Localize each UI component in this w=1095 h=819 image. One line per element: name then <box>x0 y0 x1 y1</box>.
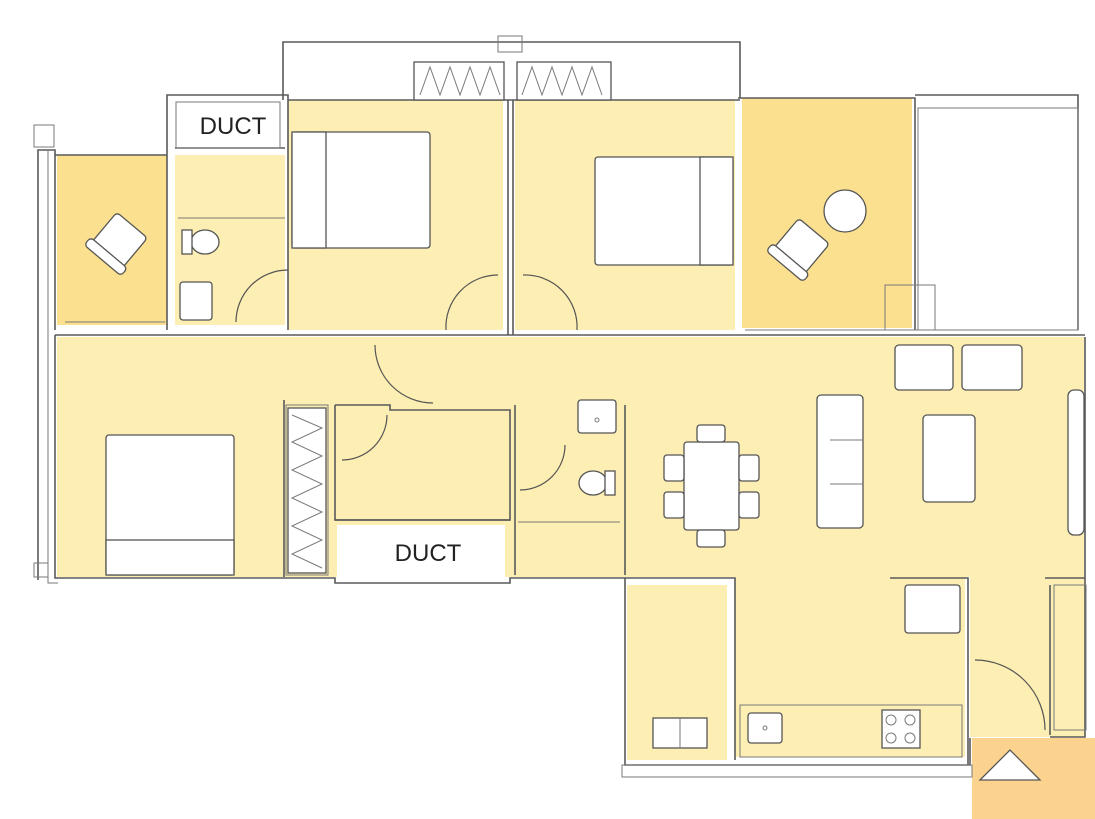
coffee-table <box>922 414 976 503</box>
tv-console <box>1067 389 1085 536</box>
kitchen-fixtures <box>652 584 961 749</box>
basin-bath1 <box>179 281 213 321</box>
entry-passage <box>970 577 1085 737</box>
dining-table <box>683 441 740 531</box>
sofa <box>816 394 864 529</box>
bed-bedroom2-headboard <box>291 131 327 249</box>
lounge-chairs <box>85 189 867 281</box>
wardrobes <box>287 61 612 574</box>
beds <box>105 131 734 576</box>
basin-bath2 <box>577 399 617 434</box>
duct-top-area <box>178 104 278 148</box>
wc-bath2 <box>578 470 608 496</box>
dining <box>663 424 760 548</box>
duct-label-top: DUCT <box>200 113 267 140</box>
side-table-round <box>823 189 867 233</box>
armchair-1 <box>894 344 954 391</box>
bed-bedroom3-headboard <box>699 156 734 266</box>
living-furniture <box>816 344 1085 536</box>
armchair-2 <box>961 344 1023 391</box>
kitchen-sink <box>747 712 783 744</box>
fridge <box>904 584 961 634</box>
walls <box>33 35 1087 778</box>
bath-fixtures <box>179 229 617 496</box>
duct-label-bottom: DUCT <box>395 540 462 567</box>
bed-bedroom1-footboard <box>105 539 235 576</box>
duct-bottom-area <box>337 525 505 577</box>
doors <box>235 269 1046 731</box>
lounge-chair-left <box>85 213 147 275</box>
lounge-chair-right <box>767 219 829 281</box>
wc-bath1 <box>190 229 220 255</box>
triangle-up-icon <box>978 749 1042 781</box>
